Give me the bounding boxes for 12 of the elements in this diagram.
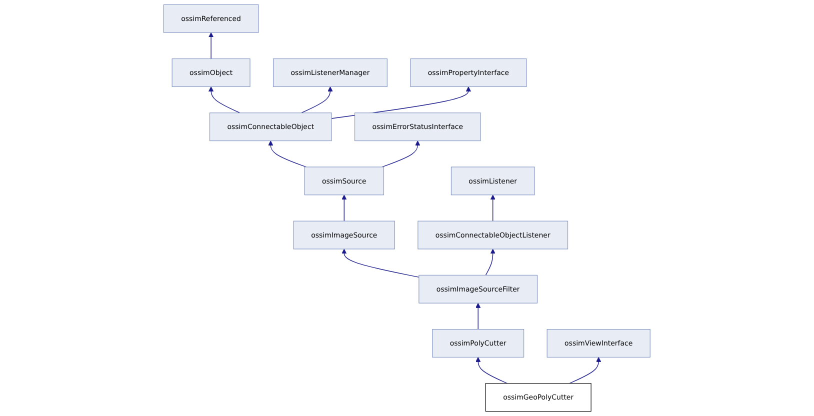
- arrow: [268, 140, 307, 168]
- arrow: [485, 248, 496, 276]
- arrow: [208, 32, 214, 60]
- arrow: [342, 194, 347, 222]
- arrow: [301, 86, 333, 114]
- arrow: [476, 302, 481, 330]
- arrow: [490, 194, 496, 222]
- arrow: [382, 140, 420, 168]
- arrow: [476, 357, 508, 384]
- arrow: [342, 248, 420, 278]
- arrow: [569, 357, 602, 384]
- arrow: [208, 86, 240, 114]
